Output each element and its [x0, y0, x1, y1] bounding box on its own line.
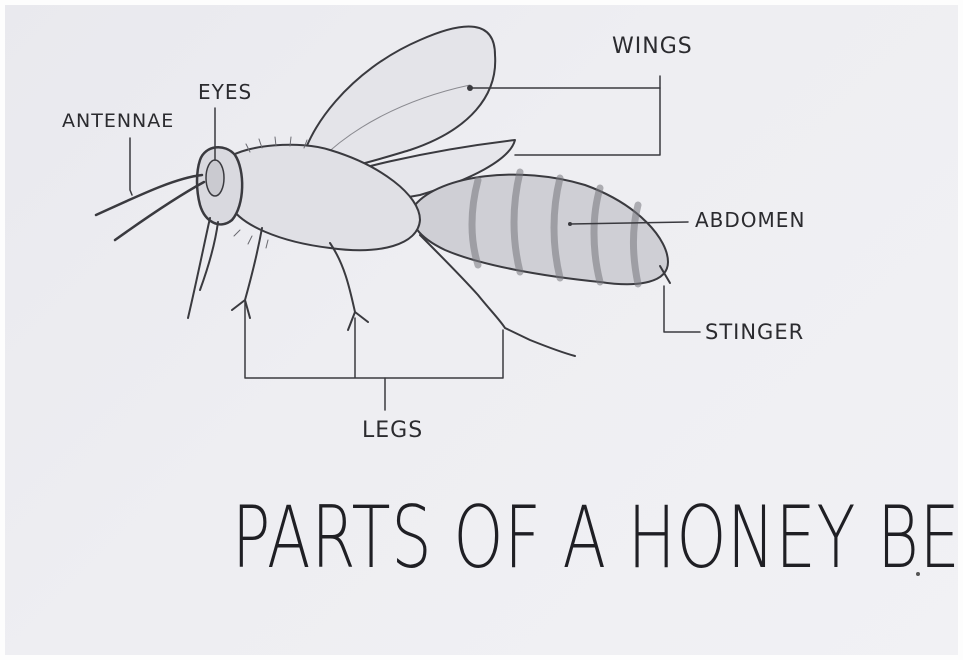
label-legs: LEGS	[362, 418, 423, 443]
legs-bracket	[245, 300, 503, 378]
eye	[206, 160, 224, 196]
label-eyes: EYES	[198, 80, 252, 104]
label-stinger: STINGER	[705, 320, 804, 344]
abdomen-pointer-dot	[568, 222, 572, 226]
antenna-lower	[115, 182, 204, 240]
label-wings: WINGS	[612, 34, 693, 59]
antennae-leader	[130, 138, 132, 195]
stinger-leader	[664, 286, 700, 332]
mouthparts	[188, 218, 218, 318]
diagram-title: PARTS OF A HONEY BEE	[232, 488, 963, 588]
front-leg	[232, 228, 262, 318]
label-antennae: ANTENNAE	[62, 110, 174, 132]
antenna-upper	[96, 175, 202, 215]
abdomen	[412, 175, 668, 285]
middle-leg	[330, 243, 368, 330]
label-abdomen: ABDOMEN	[695, 208, 805, 232]
wings-pointer-dot	[467, 85, 473, 91]
